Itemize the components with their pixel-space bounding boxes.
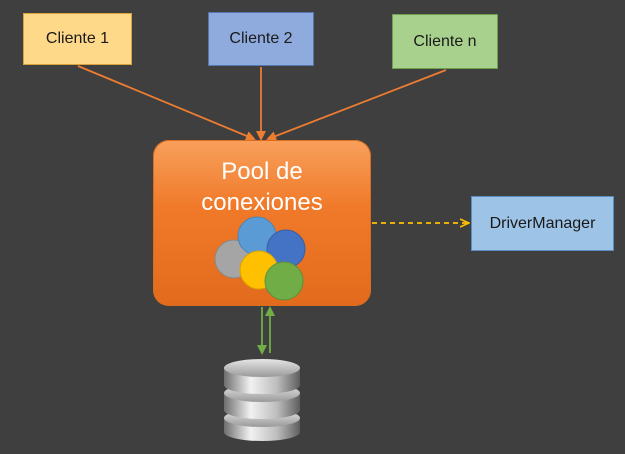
pool-label: Pool de conexiones: [201, 158, 323, 216]
client-box-1: Cliente 1: [23, 13, 132, 65]
client-box-n: Cliente n: [392, 14, 498, 69]
arrow-cliente1-pool: [77, 65, 256, 141]
client-box-2: Cliente 2: [208, 12, 314, 66]
client-label-1: Cliente 1: [45, 30, 110, 47]
client-label-2: Cliente 2: [229, 30, 293, 47]
driver-manager-label: DriverManager: [489, 214, 596, 232]
driver-manager-box: DriverManager: [471, 196, 614, 251]
client-label-n: Cliente n: [413, 32, 477, 50]
arrow-clienten-pool: [266, 69, 447, 141]
